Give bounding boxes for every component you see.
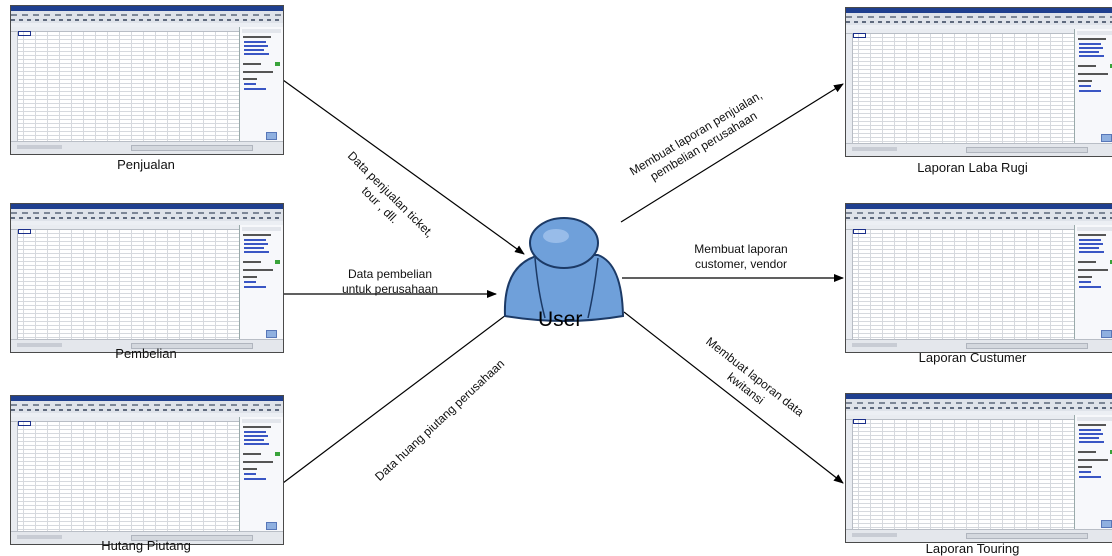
laba-rugi-spreadsheet-thumbnail <box>845 7 1112 157</box>
user-icon <box>503 217 625 322</box>
penjualan-spreadsheet-thumbnail <box>10 5 284 155</box>
arrow-hutang-to-user <box>282 308 515 484</box>
user-label: User <box>538 308 583 331</box>
arrow-penjualan-to-user <box>282 79 525 255</box>
customer-spreadsheet-thumbnail <box>845 203 1112 353</box>
flow-label-customer: Membuat laporan customer, vendor <box>646 242 836 272</box>
arrow-user-to-touring <box>623 311 844 484</box>
flow-label-pembelian-line-1: Data pembelian <box>347 267 433 281</box>
flow-label-customer-line-1: Membuat laporan <box>694 242 788 256</box>
touring-spreadsheet-thumbnail <box>845 393 1112 543</box>
laba-rugi-caption: Laporan Laba Rugi <box>917 160 1028 175</box>
hutang-piutang-caption: Hutang Piutang <box>101 538 191 553</box>
hutang-piutang-spreadsheet-thumbnail <box>10 395 284 545</box>
pembelian-caption: Pembelian <box>115 346 177 361</box>
flow-label-pembelian: Data pembelian untuk perusahaan <box>295 267 485 297</box>
flow-label-customer-line-2: customer, vendor <box>694 257 788 271</box>
pembelian-spreadsheet-thumbnail <box>10 203 284 353</box>
penjualan-caption: Penjualan <box>117 157 175 172</box>
arrow-user-to-laba-rugi <box>620 83 844 223</box>
flow-label-pembelian-line-2: untuk perusahaan <box>341 282 439 296</box>
customer-caption: Laporan Custumer <box>918 350 1027 365</box>
touring-caption: Laporan Touring <box>925 541 1020 556</box>
